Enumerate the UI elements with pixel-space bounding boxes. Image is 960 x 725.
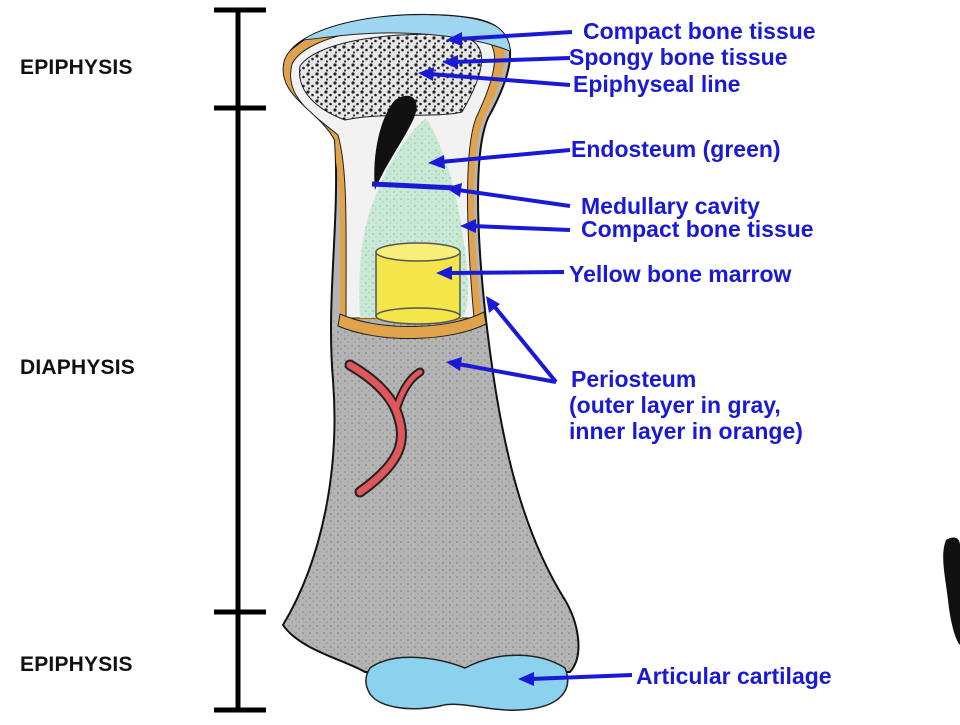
region-label-diaphysis: DIAPHYSIS [20, 356, 135, 379]
articular-cartilage [365, 654, 569, 711]
label-periosteum-outer: (outer layer in gray, [569, 392, 781, 418]
label-medullary-cavity: Medullary cavity [581, 193, 760, 219]
region-bracket [214, 7, 266, 713]
blood-vessel [344, 359, 425, 498]
yellow-marrow [375, 242, 461, 325]
label-periosteum-inner: inner layer in orange) [569, 418, 803, 444]
label-epiphyseal-line: Epiphyseal line [573, 71, 741, 97]
label-articular-cartilage: Articular cartilage [636, 663, 832, 689]
label-yellow-marrow: Yellow bone marrow [569, 261, 792, 287]
cut-rim [337, 311, 487, 340]
region-label-epiphysis-bottom: EPIPHYSIS [20, 653, 133, 676]
label-endosteum: Endosteum (green) [571, 136, 781, 162]
bone-shape [281, 13, 580, 711]
label-compact-bone-top: Compact bone tissue [583, 18, 816, 44]
periosteum-texture [283, 320, 579, 672]
partial-figure [943, 537, 960, 645]
label-compact-bone-mid: Compact bone tissue [581, 216, 814, 242]
medullary-marker [371, 181, 456, 191]
pointer-arrows [418, 30, 633, 686]
label-spongy-bone: Spongy bone tissue [569, 44, 788, 70]
label-periosteum: Periosteum [571, 366, 697, 392]
epiphyseal-line [374, 95, 417, 190]
region-label-epiphysis-top: EPIPHYSIS [20, 56, 133, 79]
spongy-bone-region [299, 33, 483, 121]
